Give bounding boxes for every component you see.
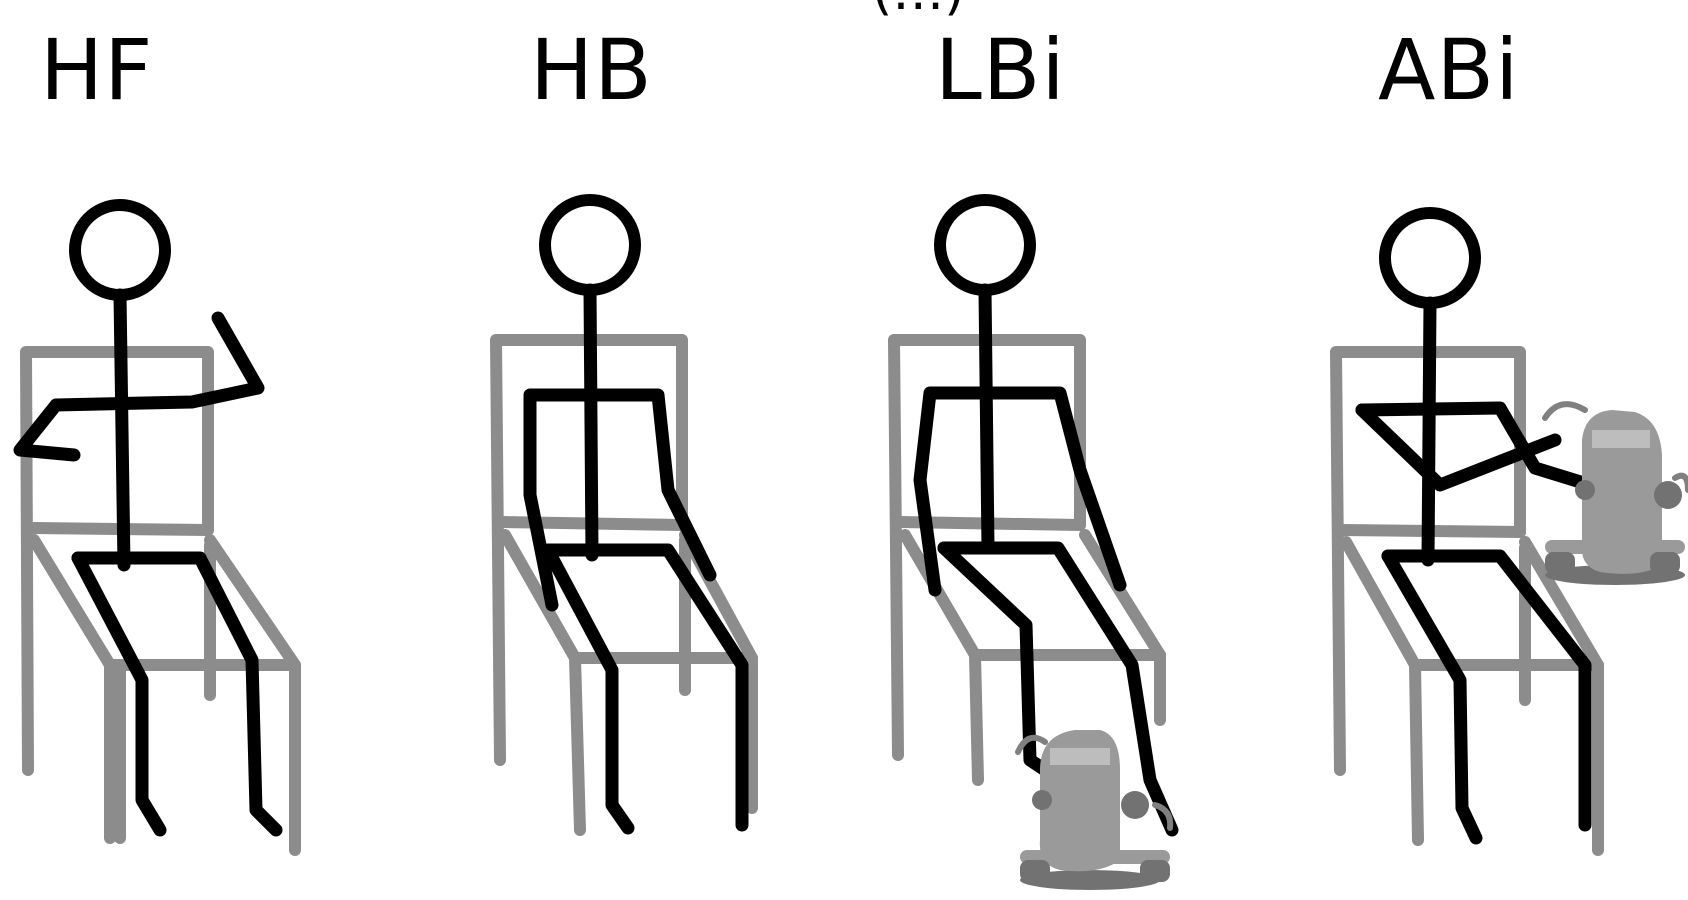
panel-abi <box>1336 213 1688 850</box>
panel-hb <box>496 200 752 830</box>
panel-lbi <box>894 200 1172 890</box>
stick-figure-icon <box>920 200 1172 830</box>
pedal-exerciser-icon <box>1545 404 1688 585</box>
stick-figure-icon <box>530 200 742 828</box>
panel-hf <box>20 205 295 850</box>
stick-figure-icon <box>20 205 276 830</box>
